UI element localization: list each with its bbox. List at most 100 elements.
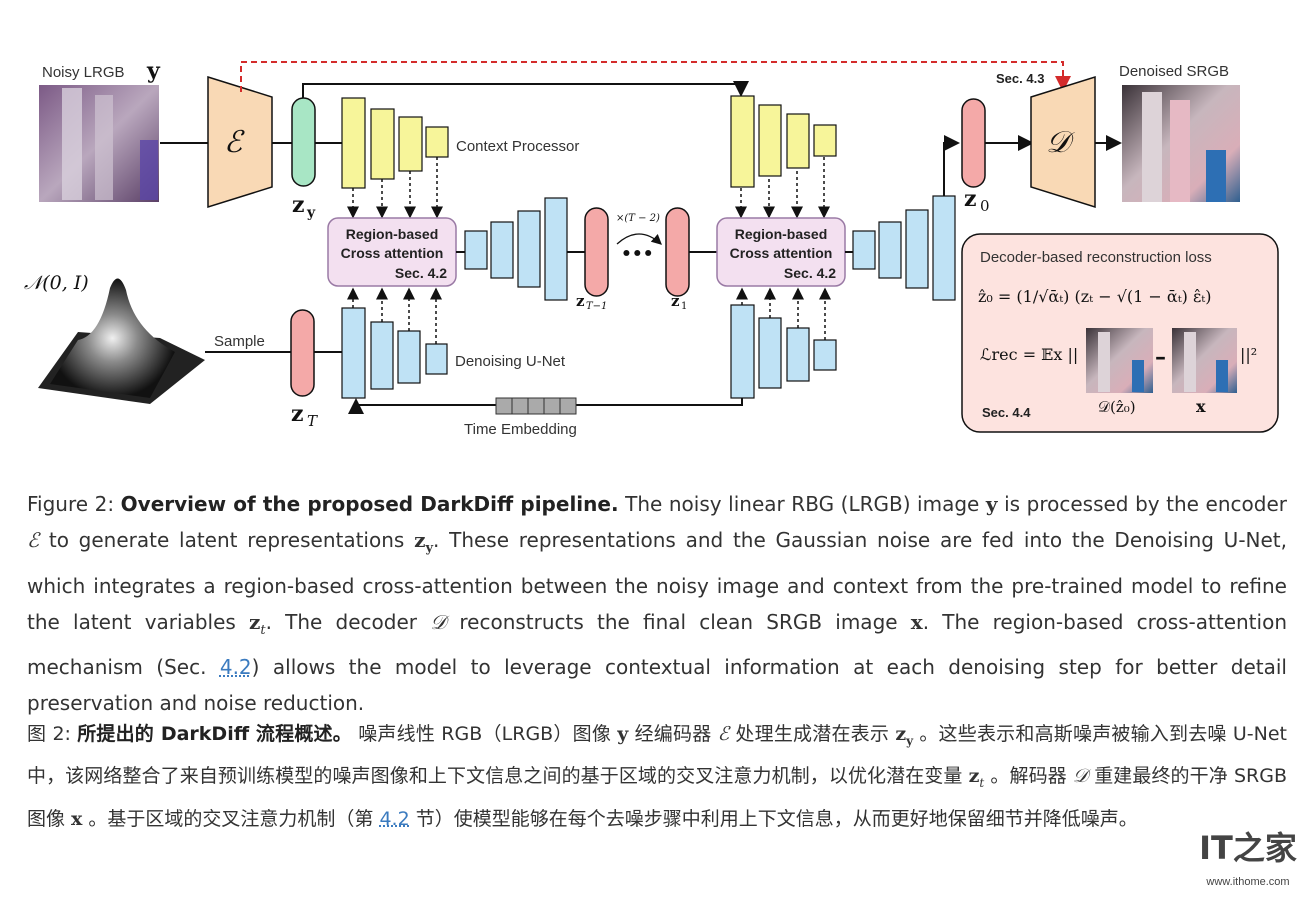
caption-en-var-zt: z bbox=[249, 609, 261, 634]
caption-zh-text: 节）使模型能够在每个去噪步骤中利用上下文信息，从而更好地保留细节并降低噪声。 bbox=[409, 807, 1138, 830]
noisy-book-spine bbox=[140, 140, 158, 200]
context-block bbox=[730, 95, 755, 188]
skip-connection-dashed bbox=[240, 61, 1071, 92]
caption-en-var-zy-sub: y bbox=[425, 541, 433, 557]
loss-image1-label: 𝒟(ẑ₀) bbox=[1098, 398, 1136, 416]
zT-subscript: T bbox=[307, 412, 318, 430]
caption-en-text: to generate latent representations bbox=[39, 528, 415, 553]
zT-1-label: z bbox=[576, 292, 585, 310]
caption-zh-text: 。这些表示和高斯噪声被输入到去噪 U-Net 中，该网络整合了来自预训练模型的噪… bbox=[27, 723, 1287, 788]
noisy-book-spine bbox=[95, 95, 113, 200]
unet-block bbox=[813, 339, 837, 371]
context-block bbox=[813, 124, 837, 157]
unet-block bbox=[730, 304, 755, 399]
denoised-book-spine bbox=[1170, 100, 1190, 202]
region-attention-sec: Sec. 4.2 bbox=[395, 265, 447, 281]
latent-z1 bbox=[665, 207, 690, 297]
latent-zT bbox=[290, 309, 315, 397]
caption-english: Figure 2: Overview of the proposed DarkD… bbox=[27, 486, 1287, 722]
caption-en-text: reconstructs the final clean SRGB image bbox=[446, 609, 911, 634]
unet-block bbox=[464, 230, 488, 270]
loss-book-spine bbox=[1184, 332, 1196, 392]
loop-label: ×(T − 2) bbox=[616, 213, 660, 224]
region-attention-line2: Cross attention bbox=[730, 245, 833, 261]
context-block bbox=[758, 104, 782, 177]
caption-zh-var-zt-sub: t bbox=[979, 776, 985, 791]
context-skip-arrow bbox=[302, 81, 749, 98]
decoder-block bbox=[1030, 75, 1096, 209]
encoder-symbol: ℰ bbox=[224, 125, 245, 160]
caption-en-var-y: y bbox=[985, 492, 998, 516]
latent-z0 bbox=[961, 98, 986, 188]
context-processor-label: Context Processor bbox=[456, 138, 579, 155]
caption-zh-section-link[interactable]: 4.2 bbox=[379, 807, 410, 830]
region-attention-line2: Cross attention bbox=[341, 245, 444, 261]
loop-dots: ••• bbox=[621, 244, 654, 264]
denoised-output-label: Denoised SRGB bbox=[1119, 63, 1229, 80]
unet-block bbox=[905, 209, 929, 289]
caption-zh-text: 。解码器 bbox=[984, 765, 1073, 788]
loss-equation-2-right: ||² bbox=[1240, 345, 1257, 364]
unet-block bbox=[758, 317, 782, 389]
ithome-watermark: IT之家 www.ithome.com bbox=[1196, 826, 1300, 896]
loop-arc bbox=[616, 233, 662, 245]
context-to-attention-arrows bbox=[347, 157, 830, 219]
unet-block bbox=[370, 321, 394, 390]
loss-sec: Sec. 4.4 bbox=[982, 405, 1031, 420]
unet-block bbox=[490, 221, 514, 279]
denoising-unet-label: Denoising U-Net bbox=[455, 353, 566, 370]
z0-label: z bbox=[964, 186, 977, 212]
caption-en-text: is processed by the encoder bbox=[997, 492, 1287, 516]
caption-en-title: Overview of the proposed DarkDiff pipeli… bbox=[120, 492, 619, 516]
unet-block bbox=[544, 197, 568, 301]
denoised-book-spine bbox=[1206, 150, 1226, 202]
caption-zh-prefix: 图 2: bbox=[27, 723, 78, 745]
caption-zh-text: 噪声线性 RGB（LRGB）图像 bbox=[351, 723, 618, 745]
caption-en-encoder: ℰ bbox=[27, 528, 40, 553]
loss-title: Decoder-based reconstruction loss bbox=[980, 249, 1212, 266]
context-block bbox=[425, 126, 449, 158]
caption-zh-var-zy: z bbox=[895, 723, 907, 745]
latent-zy bbox=[291, 97, 316, 187]
encoder-block bbox=[207, 75, 273, 209]
context-block bbox=[341, 97, 366, 189]
watermark-logo: IT之家 bbox=[1199, 829, 1297, 867]
zT-1-subscript: T−1 bbox=[586, 301, 607, 312]
caption-zh-var-zy-sub: y bbox=[906, 733, 914, 748]
caption-en-var-zy: z bbox=[414, 528, 426, 553]
caption-zh-text: 。基于区域的交叉注意力机制（第 bbox=[82, 807, 380, 830]
time-embedding-bar bbox=[495, 397, 577, 415]
loss-book-spine bbox=[1098, 332, 1110, 392]
noisy-input-label: Noisy LRGB bbox=[42, 64, 125, 81]
caption-en-text: The noisy linear RBG (LRGB) image bbox=[618, 492, 986, 516]
caption-en-text: . The region-based cross-attention mecha… bbox=[27, 609, 1287, 680]
sample-label: Sample bbox=[214, 333, 265, 350]
z1-label: z bbox=[671, 292, 680, 310]
loss-image2-label: x bbox=[1196, 397, 1206, 416]
loss-equation-2-left: ℒrec = 𝔼x || bbox=[980, 345, 1078, 364]
loss-equation-1: ẑ₀ = (1/√ᾱₜ) (zₜ − √(1 − ᾱₜ) ε̂ₜ) bbox=[978, 287, 1211, 306]
caption-zh-encoder: ℰ bbox=[717, 723, 730, 745]
sec-4-3-label: Sec. 4.3 bbox=[996, 71, 1044, 86]
caption-zh-text: 处理生成潜在表示 bbox=[729, 723, 896, 745]
caption-en-decoder: 𝒟 bbox=[430, 609, 447, 634]
caption-en-text: . These representations and the Gaussian… bbox=[27, 528, 1288, 634]
watermark-url: www.ithome.com bbox=[1206, 876, 1290, 888]
caption-chinese: 图 2: 所提出的 DarkDiff 流程概述。 噪声线性 RGB（LRGB）图… bbox=[27, 717, 1287, 837]
caption-en-section-link[interactable]: 4.2 bbox=[219, 655, 252, 680]
caption-en-text: ) allows the model to leverage contextua… bbox=[27, 655, 1287, 716]
caption-en-text: . The decoder bbox=[265, 609, 431, 634]
caption-zh-decoder: 𝒟 bbox=[1072, 765, 1089, 788]
unet-block bbox=[852, 230, 876, 270]
context-block bbox=[398, 116, 423, 172]
caption-zh-var-y: y bbox=[617, 723, 629, 745]
zT-label: z bbox=[291, 401, 304, 427]
unet-block bbox=[878, 221, 902, 279]
caption-zh-text: 经编码器 bbox=[628, 723, 718, 745]
zy-subscript: y bbox=[306, 205, 316, 221]
region-attention-line1: Region-based bbox=[346, 226, 439, 242]
caption-zh-var-zt: z bbox=[968, 765, 980, 788]
gaussian-surface bbox=[50, 278, 175, 398]
normal-distribution-label: 𝒩(0, I) bbox=[24, 272, 89, 294]
noisy-input-var: y bbox=[146, 58, 161, 84]
